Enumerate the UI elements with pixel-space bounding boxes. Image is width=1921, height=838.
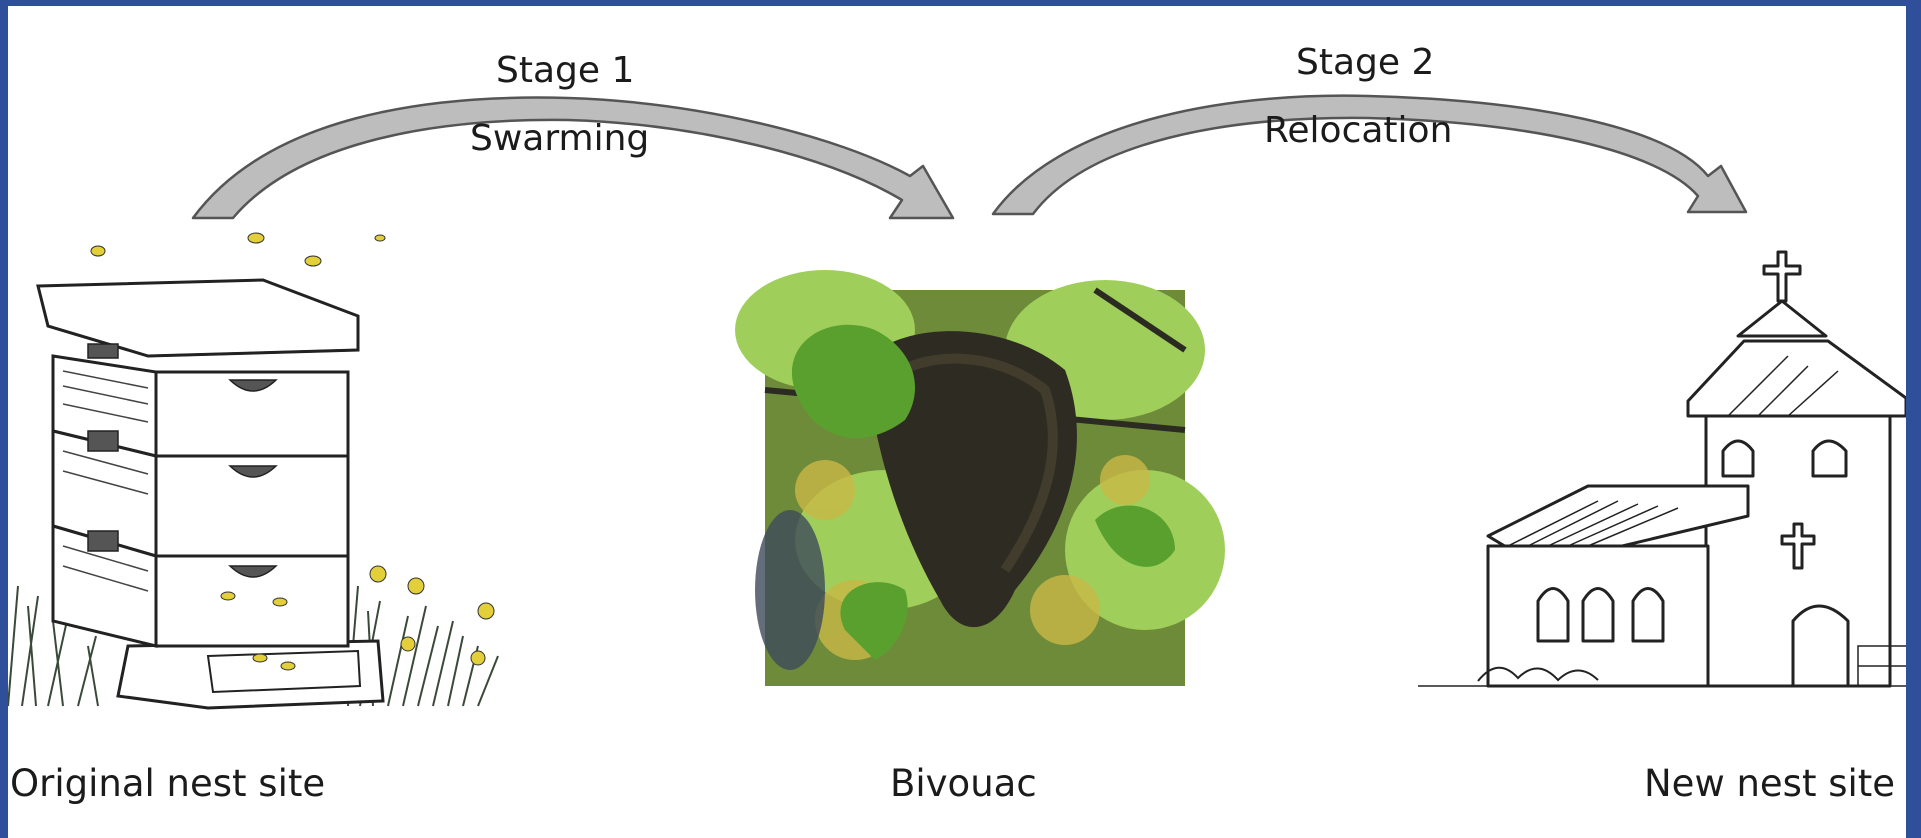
original-nest-site-label: Original nest site xyxy=(10,762,325,805)
bee-swarm-photo xyxy=(765,290,1185,686)
beehive-icon xyxy=(8,226,528,726)
new-nest-site-label: New nest site xyxy=(1644,762,1895,805)
stage-2-subtitle: Relocation xyxy=(1264,110,1452,151)
church-icon xyxy=(1388,246,1906,696)
stage-2-title: Stage 2 xyxy=(1296,42,1434,83)
stage-1-subtitle: Swarming xyxy=(470,118,649,159)
diagram-panel: Stage 1 Swarming Stage 2 Relocation xyxy=(8,6,1906,838)
stage-1-title: Stage 1 xyxy=(496,50,634,91)
bivouac-label: Bivouac xyxy=(890,762,1037,805)
